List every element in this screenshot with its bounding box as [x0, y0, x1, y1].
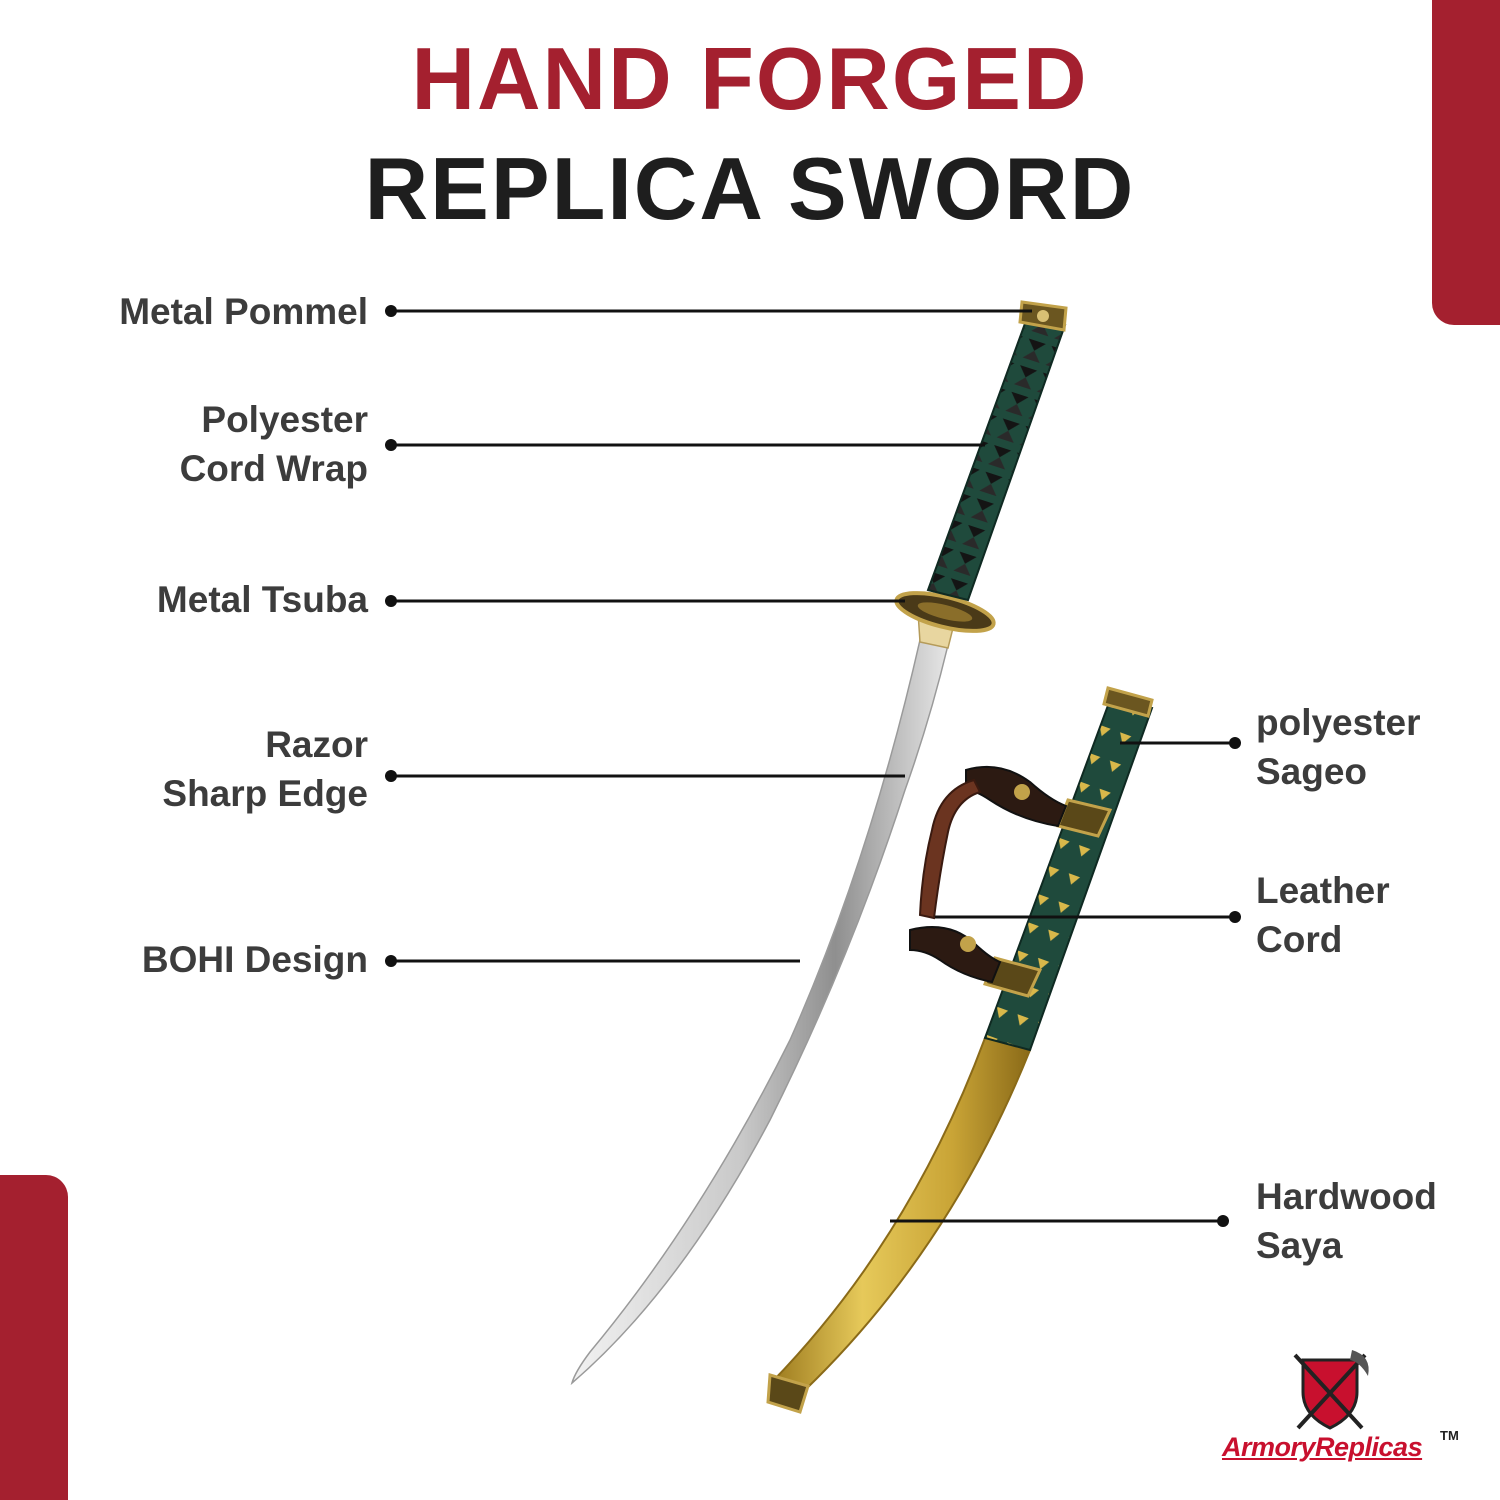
leader-dot — [1229, 737, 1241, 749]
label-line: BOHI Design — [141, 939, 368, 980]
label-hardwood-saya: Hardwood Saya — [1256, 1172, 1437, 1270]
crossed-swords-shield-icon — [1293, 1350, 1369, 1430]
label-line: Razor — [265, 724, 368, 765]
label-polyester-sageo: polyester Sageo — [1256, 698, 1421, 796]
kojiri — [766, 1373, 810, 1414]
label-line: Hardwood — [1256, 1176, 1437, 1217]
label-polyester-cord-wrap: Polyester Cord Wrap — [180, 395, 368, 493]
leader-dot — [385, 770, 397, 782]
label-line: Cord Wrap — [179, 448, 368, 489]
label-metal-pommel: Metal Pommel — [119, 287, 368, 336]
logo-wordmark: ArmoryReplicas — [1222, 1432, 1423, 1462]
leader-dot — [385, 955, 397, 967]
title-hand-forged: HAND FORGED — [411, 29, 1089, 128]
saya-cord-wrap — [983, 698, 1154, 1052]
title-replica-sword: REPLICA SWORD — [364, 139, 1136, 238]
leader-dot — [1229, 911, 1241, 923]
label-line: Sageo — [1256, 751, 1368, 792]
pommel — [1018, 300, 1068, 332]
label-line: Leather — [1256, 870, 1390, 911]
leader-lines — [391, 309, 1235, 1223]
saya — [770, 1036, 1032, 1392]
label-leather-cord: Leather Cord — [1256, 866, 1390, 964]
leader-dot — [385, 595, 397, 607]
saya-top-cap — [1102, 686, 1154, 718]
label-metal-tsuba: Metal Tsuba — [157, 575, 368, 624]
leader-dot — [385, 305, 397, 317]
label-line: Metal Pommel — [119, 291, 368, 332]
leader-dot — [385, 439, 397, 451]
label-bohi-design: BOHI Design — [142, 935, 368, 984]
leather-cord — [918, 778, 982, 920]
label-line: Polyester — [201, 399, 368, 440]
hanger-bracket — [909, 765, 1068, 984]
label-line: Metal Tsuba — [156, 579, 368, 620]
logo-trademark: TM — [1440, 1428, 1459, 1443]
leader-dots — [385, 305, 1241, 1227]
handle-wrap — [926, 316, 1067, 602]
label-razor-sharp-edge: Razor Sharp Edge — [162, 720, 368, 818]
tsuba — [894, 591, 996, 633]
label-line: Sharp Edge — [162, 773, 368, 814]
accent-tab-bottom — [0, 1175, 68, 1500]
label-line: Cord — [1256, 919, 1343, 960]
label-line: polyester — [1256, 702, 1421, 743]
blade — [570, 639, 949, 1386]
label-line: Saya — [1256, 1225, 1343, 1266]
leader-dot — [1217, 1215, 1229, 1227]
accent-tab-top — [1432, 0, 1500, 325]
